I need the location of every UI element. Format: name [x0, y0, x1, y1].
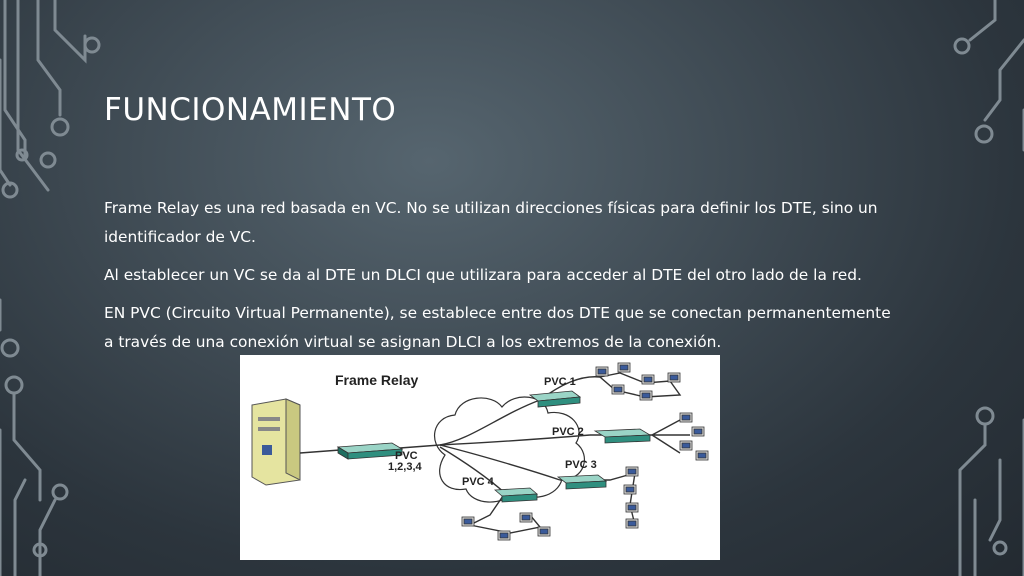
source-pvc-numbers: 1,2,3,4 [388, 461, 423, 473]
server-icon [251, 398, 301, 486]
pvc-label-1: PVC 1 [544, 376, 576, 388]
router-icon [493, 487, 539, 503]
slide-body: Frame Relay es una red basada en VC. No … [104, 194, 904, 366]
router-icon [336, 442, 404, 460]
computer-icon [641, 374, 655, 385]
computer-icon [625, 518, 639, 529]
frame-relay-diagram: Frame Relay [240, 355, 720, 560]
computer-icon [667, 372, 681, 383]
computer-icon [695, 450, 709, 461]
computer-icon [625, 502, 639, 513]
paragraph-2: Al establecer un VC se da al DTE un DLCI… [104, 266, 862, 284]
computer-icon [461, 516, 475, 527]
computer-icon [623, 484, 637, 495]
router-icon [556, 474, 608, 490]
source-pvc-label: PVC [395, 450, 418, 462]
pvc-label-4: PVC 4 [462, 476, 495, 488]
computer-icon [679, 412, 693, 423]
router-icon [593, 428, 652, 444]
diagram-title: Frame Relay [335, 372, 418, 388]
slide-title: FUNCIONAMIENTO [104, 92, 397, 128]
paragraph-1: Frame Relay es una red basada en VC. No … [104, 199, 878, 246]
paragraph-3: EN PVC (Circuito Virtual Permanente), se… [104, 304, 891, 351]
computer-icon [611, 384, 625, 395]
computer-icon [691, 426, 705, 437]
computer-icon [679, 440, 693, 451]
diagram-canvas: Frame Relay [251, 362, 709, 541]
computer-icon [625, 466, 639, 477]
computer-icon [519, 512, 533, 523]
computer-icon [595, 366, 609, 377]
computer-icon [497, 530, 511, 541]
router-icon [528, 390, 582, 408]
computer-icon [537, 526, 551, 537]
pvc-label-3: PVC 3 [565, 459, 597, 471]
computer-icon [639, 390, 653, 401]
pvc-label-2: PVC 2 [552, 426, 584, 438]
computer-icon [617, 362, 631, 373]
